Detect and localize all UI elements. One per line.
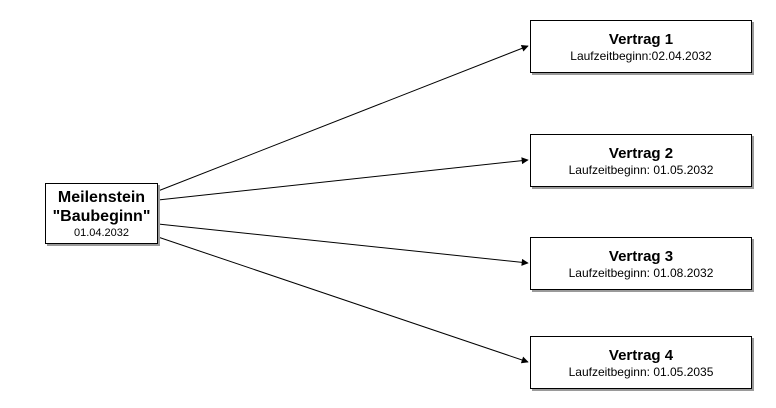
- milestone-date: 01.04.2032: [73, 226, 130, 239]
- contract-node-4: Vertrag 4 Laufzeitbeginn: 01.05.2035: [530, 336, 752, 389]
- contract-title: Vertrag 4: [608, 346, 674, 364]
- contract-subtitle: Laufzeitbeginn:02.04.2032: [570, 48, 712, 63]
- contract-node-3: Vertrag 3 Laufzeitbeginn: 01.08.2032: [530, 237, 752, 290]
- contract-title: Vertrag 1: [608, 30, 674, 48]
- connector-arrow-2: [157, 157, 529, 201]
- contract-node-1: Vertrag 1 Laufzeitbeginn:02.04.2032: [530, 20, 752, 73]
- connector-arrow-3: [157, 223, 529, 266]
- contract-subtitle: Laufzeitbeginn: 01.05.2035: [568, 364, 714, 379]
- contract-title: Vertrag 2: [608, 144, 674, 162]
- contract-subtitle: Laufzeitbeginn: 01.05.2032: [568, 162, 714, 177]
- milestone-title-line2: "Baubeginn": [52, 207, 151, 225]
- contract-node-2: Vertrag 2 Laufzeitbeginn: 01.05.2032: [530, 134, 752, 187]
- contract-subtitle: Laufzeitbeginn: 01.08.2032: [568, 265, 714, 280]
- connector-arrow-4: [157, 236, 529, 364]
- connector-arrow-1: [157, 45, 529, 192]
- milestone-node: Meilenstein "Baubeginn" 01.04.2032: [45, 183, 158, 244]
- milestone-title-line1: Meilenstein: [57, 188, 146, 206]
- contract-title: Vertrag 3: [608, 247, 674, 265]
